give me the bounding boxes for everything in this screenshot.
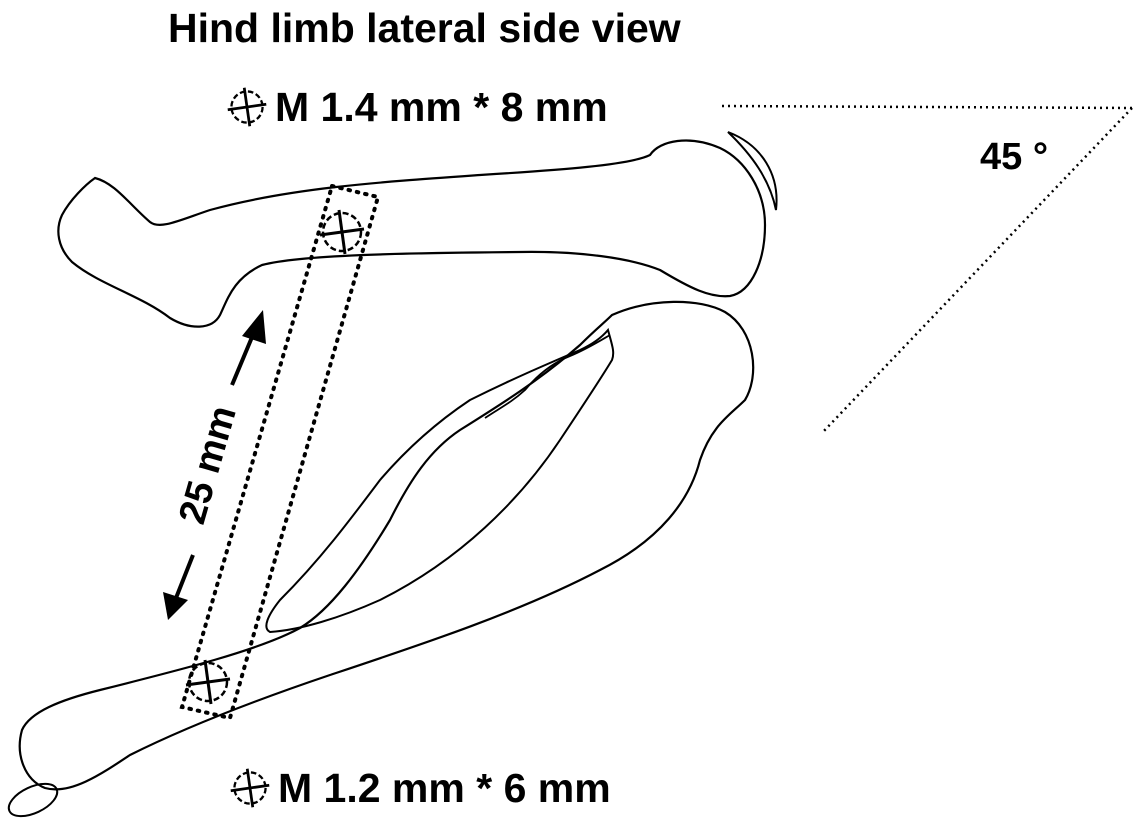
- arrow-down-icon: [163, 592, 188, 620]
- ankle-bone-outline: [7, 782, 59, 818]
- dimension-line-upper: [230, 329, 257, 386]
- proximal-screw-label: M 1.4 mm * 8 mm: [225, 85, 608, 129]
- tibia-outline: [18, 300, 755, 791]
- diagram-title: Hind limb lateral side view: [168, 5, 681, 51]
- distal-screw-text: M 1.2 mm * 6 mm: [278, 764, 611, 811]
- patella-outline: [727, 131, 778, 211]
- screw-head-icon: [319, 209, 365, 255]
- screw-head-icon: [185, 659, 231, 705]
- femur-outline: [57, 139, 767, 328]
- plate-dotted-outline: [179, 183, 381, 721]
- proximal-screw-text: M 1.4 mm * 8 mm: [275, 83, 608, 130]
- angle-horizontal-line: [721, 104, 1133, 110]
- dimension-line-lower: [174, 554, 195, 599]
- distal-screw-label: M 1.2 mm * 6 mm: [228, 766, 611, 810]
- screw-head-icon: [230, 768, 270, 808]
- angle-diagonal-line: [821, 107, 1133, 434]
- screw-head-icon: [227, 87, 267, 127]
- fibula-inner-line: [484, 334, 611, 419]
- arrow-up-icon: [242, 310, 266, 344]
- angle-label: 45 °: [980, 136, 1049, 178]
- fibula-outline: [265, 327, 615, 634]
